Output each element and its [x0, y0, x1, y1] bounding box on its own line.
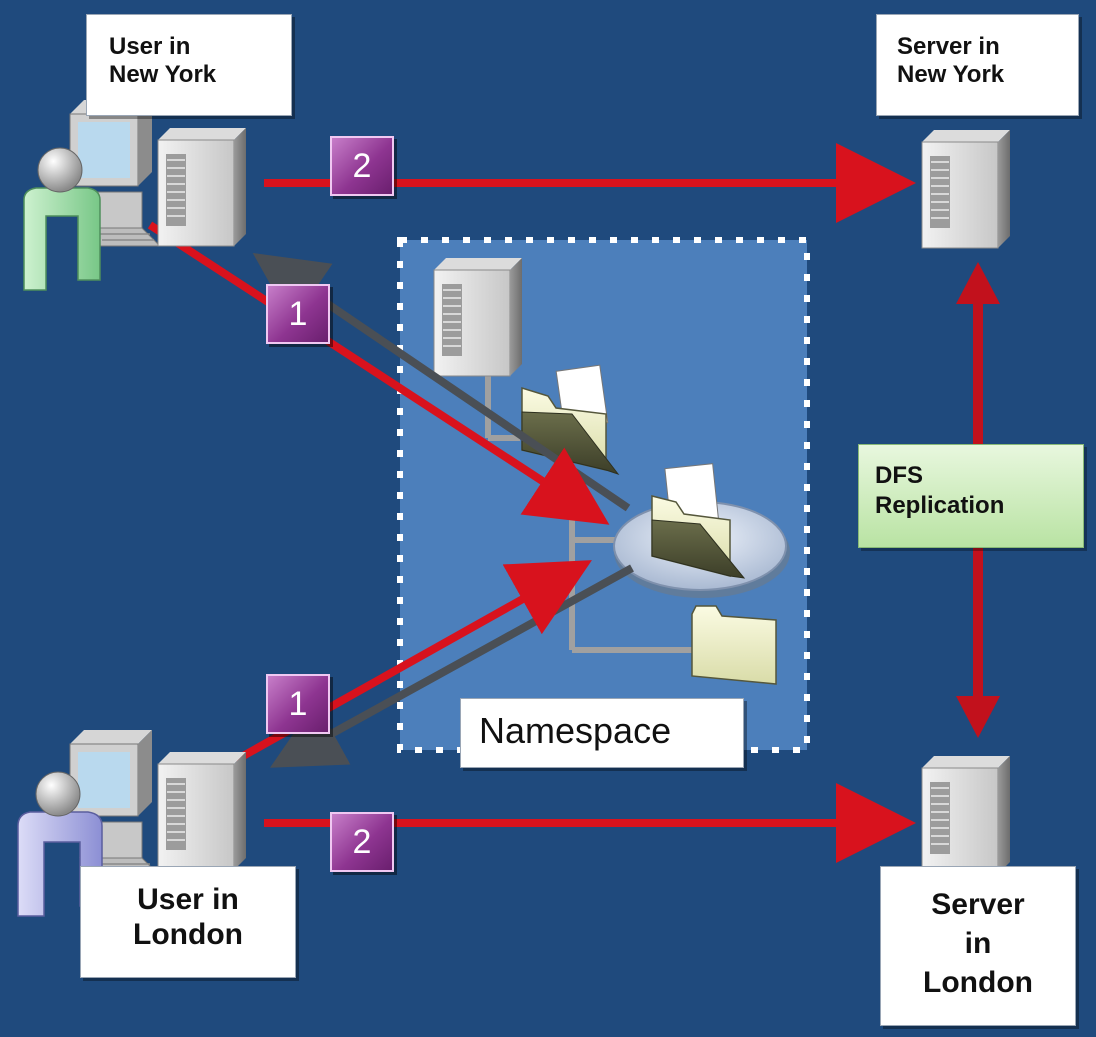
london-client-server-icon — [157, 751, 247, 871]
namespace-label: Namespace — [460, 698, 744, 768]
step-badge-london-2: 2 — [330, 812, 394, 872]
dfs-label-line2: Replication — [875, 492, 1005, 519]
user-ny-label-line1: User in — [109, 33, 191, 60]
server-london-label-line3: London — [923, 966, 1033, 999]
server-ny-label-line1: Server in — [897, 33, 1000, 60]
server-ny-label: Server in New York — [876, 14, 1079, 116]
server-london-label: Server in London — [880, 866, 1076, 1026]
step-badge-ny-2: 2 — [330, 136, 394, 196]
step-badge-ny-1: 1 — [266, 284, 330, 344]
dfs-label-line1: DFS — [875, 462, 923, 489]
server-london-label-line1: Server — [931, 888, 1025, 921]
ny-user-icon — [23, 147, 101, 291]
ny-client-server-icon — [157, 127, 247, 247]
namespace-server-icon — [433, 257, 523, 377]
user-ny-label-line2: New York — [109, 60, 217, 88]
step-badge-london-1: 1 — [266, 674, 330, 734]
ny-server-icon — [921, 129, 1011, 249]
user-ny-label: User in New York — [86, 14, 292, 116]
user-london-label-line1: User in — [137, 883, 239, 916]
dfs-replication-label: DFS Replication — [858, 444, 1084, 548]
shared-folder-icon — [613, 463, 790, 598]
user-london-label-line2: London — [133, 917, 243, 951]
server-ny-label-line2: New York — [897, 60, 1005, 88]
request-arrow-ny — [147, 221, 610, 525]
user-london-label: User in London — [80, 866, 296, 978]
london-server-icon — [921, 755, 1011, 875]
server-london-label-line2: in — [964, 927, 992, 960]
